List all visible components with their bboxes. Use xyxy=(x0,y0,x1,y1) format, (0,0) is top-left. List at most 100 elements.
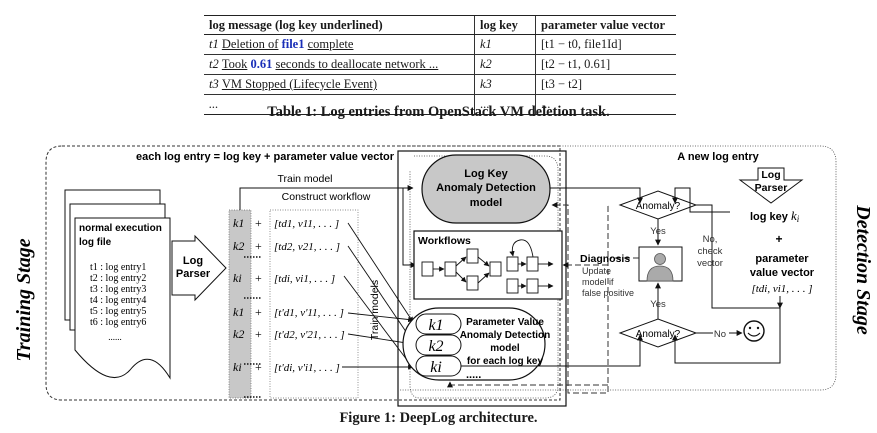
timestamp: ... xyxy=(209,97,219,111)
parsed-param-vector: [t'd1, v'11, . . . ] xyxy=(274,307,344,319)
log-key-model-line2: Anomaly Detection xyxy=(436,182,536,194)
log-key-text: log key xyxy=(750,211,791,223)
param-vector-cell: [t2 − t1, 0.61] xyxy=(535,54,676,75)
table-row: t2 Took 0.61 seconds to deallocate netwo… xyxy=(204,54,676,75)
parsed-log-key: k2 xyxy=(233,239,244,253)
log-key-cell: k2 xyxy=(474,54,536,75)
log-key-cell: ... xyxy=(474,94,536,115)
detect-log-parser-arrow xyxy=(738,167,804,204)
param-key-k1 xyxy=(415,313,462,335)
log-file-entry: t4 : log entry4 xyxy=(90,295,146,306)
ki-symbol: k xyxy=(791,208,797,223)
row-separators xyxy=(244,256,262,398)
no-check-line1: No, xyxy=(703,234,718,245)
table-caption: Table 1: Log entries from OpenStack VM d… xyxy=(267,104,610,120)
train-model-label: Train model xyxy=(277,173,332,185)
train-models-arrows xyxy=(342,222,416,370)
figure-caption: Figure 1: DeepLog architecture. xyxy=(339,410,538,426)
ki-subscript: i xyxy=(797,214,800,224)
log-file-entry: t6 : log entry6 xyxy=(90,317,146,328)
log-key-model-line1: Log Key xyxy=(464,168,508,180)
log-message-cell: t3 VM Stopped (Lifecycle Event) xyxy=(204,74,475,95)
log-key-model-line3: model xyxy=(470,197,502,209)
timestamp: t2 xyxy=(209,57,222,71)
log-key-ki-label: log key ki xyxy=(750,208,800,224)
param-model-line3: model xyxy=(490,343,520,354)
param-vector-line2: value vector xyxy=(750,267,815,279)
param-vector-line3: [tdi, vi1, . . . ] xyxy=(751,283,812,295)
parameter-value: file1 xyxy=(281,37,305,51)
yes-label-2: Yes xyxy=(650,299,666,310)
param-key-ki-label: ki xyxy=(430,359,442,376)
message-segment: complete xyxy=(307,37,354,51)
train-models-label: Train models xyxy=(369,280,381,340)
param-model-line1: Parameter Value xyxy=(466,317,544,328)
parsed-log-key: k1 xyxy=(233,305,244,319)
construct-workflow-label: Construct workflow xyxy=(282,191,371,203)
parsed-log-key: ki xyxy=(233,360,242,374)
header-note: each log entry = log key + parameter val… xyxy=(136,151,395,163)
smiley-normal-icon xyxy=(743,320,765,342)
log-file-ellipsis: ...... xyxy=(108,332,122,342)
construct-workflow-arrow xyxy=(402,188,417,268)
param-model-line4: for each log key xyxy=(467,356,544,367)
log-file-stack xyxy=(64,189,171,380)
header-log-message: log message (log key underlined) xyxy=(204,15,475,35)
no-check-line3: vector xyxy=(697,258,723,269)
log-parser-label-2: Parser xyxy=(176,268,211,280)
param-key-k1-label: k1 xyxy=(428,317,443,334)
message-segment: VM Stopped (Lifecycle Event) xyxy=(221,77,378,91)
table-header-row: log message (log key underlined) log key… xyxy=(204,15,676,35)
log-key-model xyxy=(421,154,551,224)
log-message-cell: ... xyxy=(204,94,475,115)
parsed-log-key: ki xyxy=(233,271,242,285)
log-file-title-2: log file xyxy=(79,237,112,248)
log-parser-arrow xyxy=(171,234,227,302)
person-head-icon xyxy=(654,253,666,265)
log-file-entry: t5 : log entry5 xyxy=(90,306,146,317)
param-key-k2-label: k2 xyxy=(428,338,443,355)
train-model-arrow xyxy=(239,185,414,210)
training-stage-label: Training Stage xyxy=(13,238,35,361)
anomaly-decision-2-label: Anomaly? xyxy=(636,329,681,340)
detect-log-parser-label-2: Parser xyxy=(755,182,788,194)
detect-log-parser-label-1: Log xyxy=(761,169,780,181)
detection-flow-lines xyxy=(461,187,783,367)
log-file-title-1: normal execution xyxy=(79,223,162,234)
plus-sign: + xyxy=(255,216,262,230)
plus-sign: + xyxy=(255,327,262,341)
log-message-cell: t1 Deletion of file1 complete xyxy=(204,34,475,55)
parsed-param-vector: [td1, v11, . . . ] xyxy=(274,218,339,230)
detection-stage-label: Detection Stage xyxy=(852,204,874,335)
parameter-value: 0.61 xyxy=(250,57,273,71)
log-key-cell: k1 xyxy=(474,34,536,55)
timestamp: t3 xyxy=(209,77,222,91)
workflows-label: Workflows xyxy=(418,235,471,247)
plus-sign: + xyxy=(255,305,262,319)
detect-plus: + xyxy=(775,232,782,246)
anomaly-decision-1-label: Anomaly? xyxy=(636,201,681,212)
param-vector-cell: [t1 − t0, file1Id] xyxy=(535,34,676,55)
no-label-bg xyxy=(713,329,729,338)
param-vector-line1: parameter xyxy=(755,253,809,265)
log-file-entry: t3 : log entry3 xyxy=(90,284,146,295)
training-stage-region xyxy=(45,145,561,401)
diagnosis-line3: false positive xyxy=(582,288,634,298)
param-vector-cell: [t3 − t2] xyxy=(535,74,676,95)
log-message-cell: t2 Took 0.61 seconds to deallocate netwo… xyxy=(204,54,475,75)
table-row: t3 VM Stopped (Lifecycle Event)k3[t3 − t… xyxy=(204,74,676,95)
plus-sign: + xyxy=(255,239,262,253)
models-container xyxy=(397,150,567,407)
parsed-log-key: k2 xyxy=(233,327,244,341)
log-key-cell: k3 xyxy=(474,74,536,95)
plus-sign: + xyxy=(255,360,262,374)
header-log-key: log key xyxy=(474,15,536,35)
timestamp: t1 xyxy=(209,37,222,51)
parsed-log-key: k1 xyxy=(233,216,244,230)
param-model-line2: Anomaly Detection xyxy=(460,330,551,341)
plus-sign: + xyxy=(255,271,262,285)
yes-label-1: Yes xyxy=(650,226,666,237)
parsed-param-vector: [t'di, v'i1, . . . ] xyxy=(274,362,340,374)
